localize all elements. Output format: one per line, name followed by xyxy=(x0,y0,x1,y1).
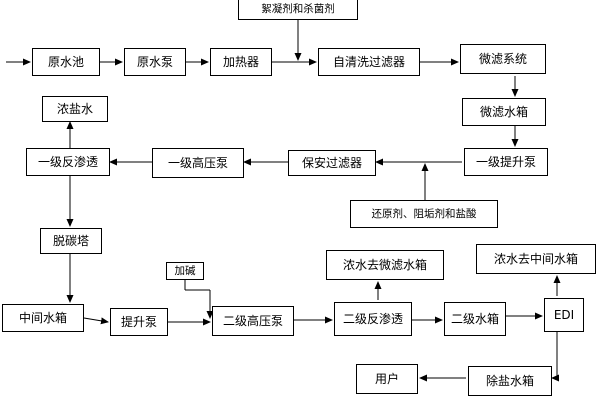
intermediate-tank-box: 中间水箱 xyxy=(2,304,84,332)
concentrate-to-intermediate-box: 浓水去中间水箱 xyxy=(476,244,596,274)
concentrate-to-microfilter-box: 浓水去微滤水箱 xyxy=(326,250,444,280)
user-box: 用户 xyxy=(356,364,418,394)
stage2-ro-box: 二级反渗透 xyxy=(334,302,412,336)
stage2-hp-pump-box: 二级高压泵 xyxy=(212,306,294,336)
self-clean-filter-box: 自清洗过滤器 xyxy=(318,48,420,76)
arrow-intermediate-tank-to-lift-pump xyxy=(83,317,109,325)
microfilter-system-box: 微滤系统 xyxy=(460,44,546,74)
decarbonizer-box: 脱碳塔 xyxy=(40,228,102,254)
raw-pump-box: 原水泵 xyxy=(124,48,186,76)
lift-pump-box: 提升泵 xyxy=(110,308,168,336)
security-filter-box: 保安过滤器 xyxy=(288,150,376,176)
stage2-tank-box: 二级水箱 xyxy=(444,302,506,336)
add-alkali-box: 加碱 xyxy=(166,262,204,280)
reducer-chemicals-box: 还原剂、阻垢剂和盐酸 xyxy=(350,200,498,228)
stage1-hp-pump-box: 一级高压泵 xyxy=(152,148,244,178)
stage1-ro-box: 一级反渗透 xyxy=(26,148,110,176)
heater-box: 加热器 xyxy=(210,48,272,76)
demin-tank-box: 除盐水箱 xyxy=(468,366,552,396)
edi-box: EDI xyxy=(544,298,584,332)
stage1-lift-pump-box: 一级提升泵 xyxy=(464,148,548,176)
raw-pool-box: 原水池 xyxy=(32,48,100,76)
microfilter-tank-box: 微滤水箱 xyxy=(462,98,546,126)
flocculant-box: 絮凝剂和杀菌剂 xyxy=(238,0,358,20)
brine-box: 浓盐水 xyxy=(42,96,108,122)
